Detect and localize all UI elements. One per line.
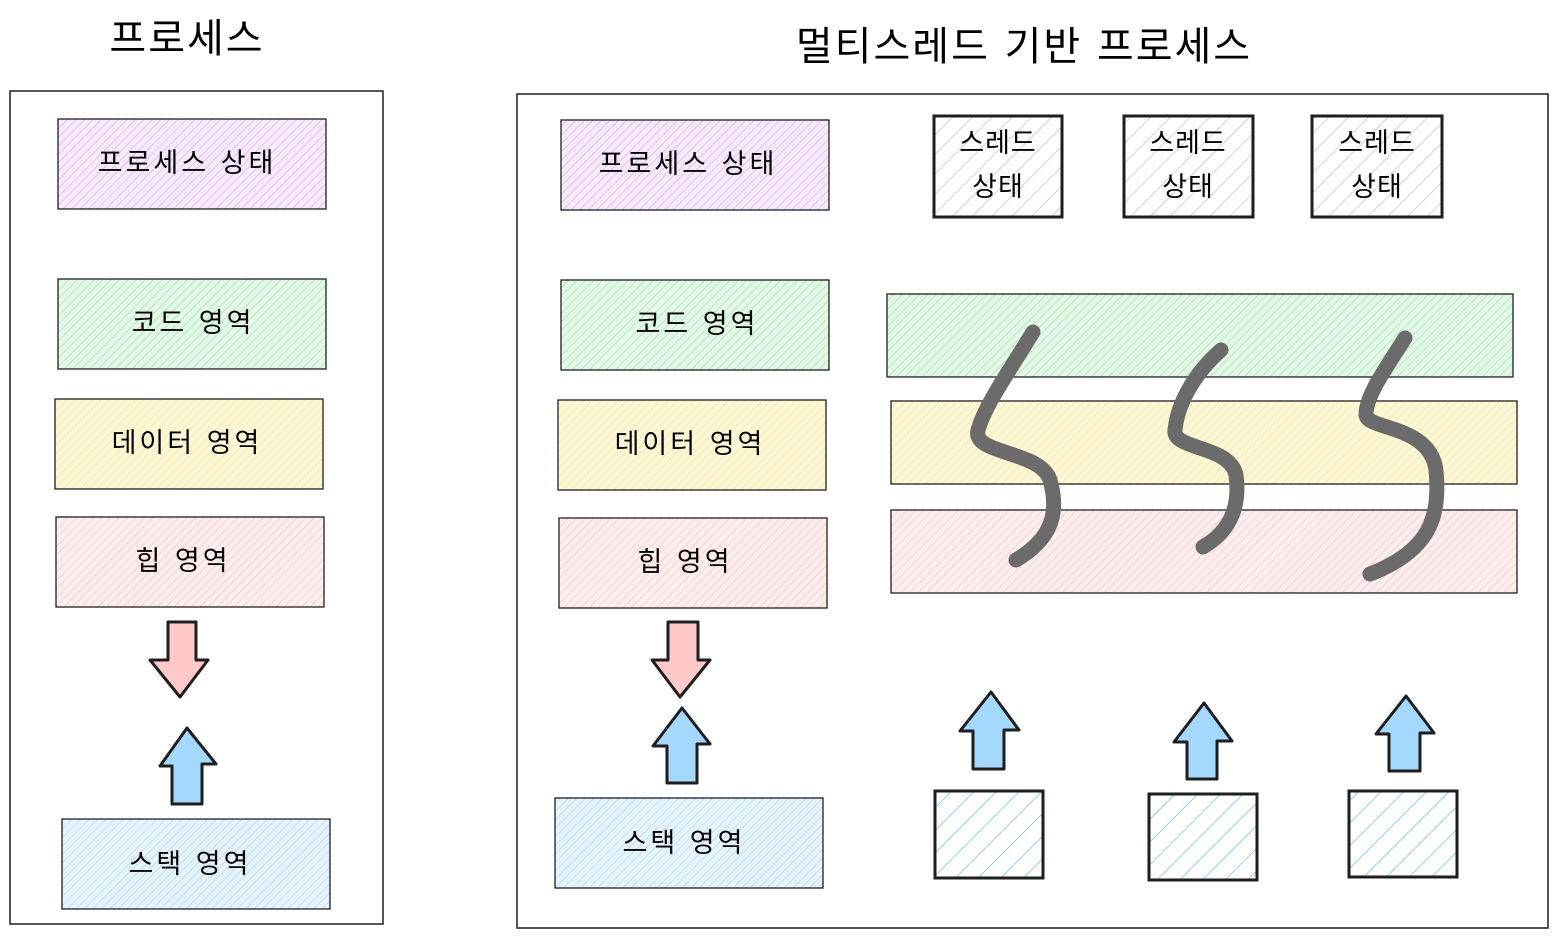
right-data-label: 데이터 영역 (615, 429, 766, 460)
left-stack-label: 스택 영역 (129, 849, 252, 880)
thread-stack-2 (1147, 792, 1259, 882)
thread-state-2-line1: 스레드 (1149, 128, 1227, 159)
left-heap-down-arrow (148, 620, 210, 699)
left-code-block: 코드 영역 (57, 278, 327, 370)
thread-squiggle-2 (1167, 342, 1245, 555)
left-heap-label: 힙 영역 (135, 546, 230, 577)
right-data-block: 데이터 영역 (557, 399, 827, 491)
thread-state-2: 스레드 상태 (1122, 114, 1255, 219)
left-process-state-block: 프로세스 상태 (57, 118, 327, 210)
thread-stack-2-up-arrow (1172, 701, 1234, 781)
right-stack-label: 스택 영역 (623, 828, 746, 859)
thread-squiggle-1 (970, 324, 1062, 568)
right-heap-down-arrow (650, 620, 712, 699)
left-heap-block: 힙 영역 (55, 516, 325, 608)
right-code-block: 코드 영역 (560, 279, 830, 371)
left-stack-up-arrow (158, 726, 218, 806)
left-data-label: 데이터 영역 (112, 428, 263, 459)
right-stack-block: 스택 영역 (554, 797, 824, 889)
left-code-label: 코드 영역 (132, 308, 255, 339)
right-heap-block: 힙 영역 (558, 517, 828, 609)
right-heap-label: 힙 영역 (637, 547, 732, 578)
thread-stack-1 (933, 789, 1045, 880)
right-process-state-label: 프로세스 상태 (599, 149, 778, 180)
thread-stack-3 (1347, 789, 1459, 879)
thread-stack-1-up-arrow (958, 690, 1021, 771)
thread-state-3-line1: 스레드 (1338, 128, 1416, 159)
right-process-container (516, 93, 1549, 929)
left-data-block: 데이터 영역 (54, 398, 324, 490)
right-title: 멀티스레드 기반 프로세스 (796, 24, 1252, 70)
thread-squiggle-3 (1358, 330, 1445, 582)
right-process-state-block: 프로세스 상태 (560, 119, 830, 211)
thread-state-3: 스레드 상태 (1310, 114, 1444, 219)
left-title: 프로세스 (109, 16, 264, 62)
right-process: 멀티스레드 기반 프로세스 프로세스 상태 코드 영역 데이터 영역 힙 영역 … (516, 24, 1549, 929)
thread-state-1-line2: 상태 (972, 172, 1024, 203)
left-process-container (9, 90, 384, 925)
right-stack-up-arrow (651, 706, 712, 785)
thread-state-1: 스레드 상태 (932, 114, 1064, 219)
thread-stack-3-up-arrow (1374, 694, 1436, 773)
left-stack-block: 스택 영역 (61, 818, 331, 910)
left-process-state-label: 프로세스 상태 (98, 148, 277, 179)
right-code-label: 코드 영역 (636, 309, 759, 340)
thread-state-2-line2: 상태 (1162, 172, 1214, 203)
left-process: 프로세스 프로세스 상태 코드 영역 데이터 영역 힙 영역 스택 영역 (9, 16, 384, 925)
thread-state-1-line1: 스레드 (959, 128, 1037, 159)
thread-state-3-line2: 상태 (1351, 172, 1403, 203)
